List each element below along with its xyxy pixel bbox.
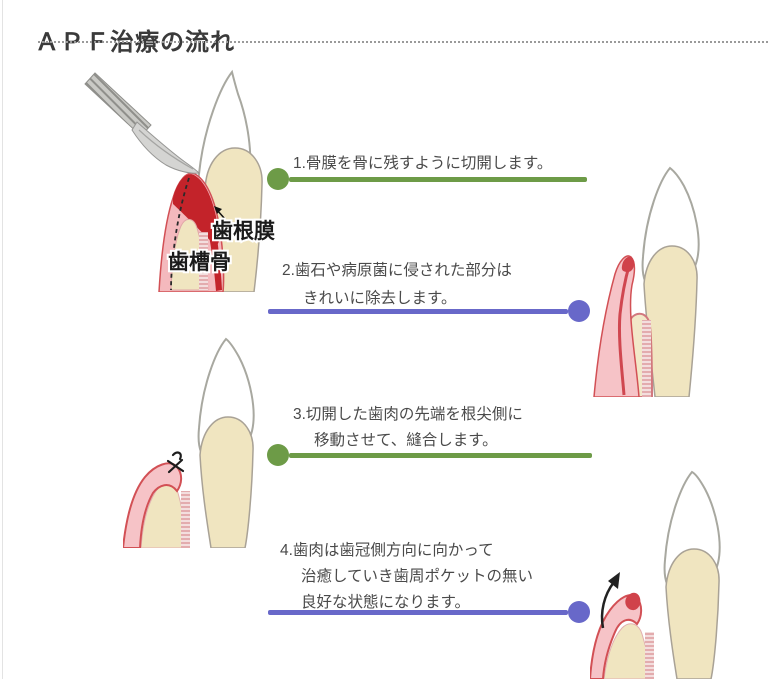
page-title: ＡＰＦ治療の流れ [35,29,235,57]
step-4-line-3: 良好な状態になります。 [301,594,470,611]
periodontal-membrane-hatch [181,491,190,548]
gum-flap-repositioned [123,462,183,548]
step-1-text: 1.骨膜を骨に残すように切開します。 [293,151,552,177]
illustration-step4-healed [590,460,768,679]
step-3-dot [267,444,289,466]
tooth-root [665,548,720,679]
step-3-line-2: 移動させて、縫合します。 [314,432,498,449]
illustration-step2-flap-opened [592,162,742,397]
gum-flap [593,255,640,397]
periodontal-membrane-hatch [642,320,651,397]
step-1-connector [267,168,587,190]
step-2-connector [268,300,590,322]
scalpel-handle [84,72,152,137]
gum-red-tip [625,592,641,611]
label-periodontal-membrane: 歯根膜 [212,219,275,243]
incision-dashed-line [170,177,190,291]
page-left-border [2,0,3,679]
inflamed-strip-along-root [206,212,222,291]
suture-knot [166,451,185,474]
coronal-direction-arrow [600,581,616,629]
step-4-line [268,609,568,615]
step-4-line-1: 4.歯肉は歯冠側方向に向かって [280,542,494,559]
label-pointer-arrowhead [214,206,222,214]
step-2-text: 2.歯石や病原菌に侵された部分は きれいに除去します。 [282,257,512,313]
step-3-connector [267,444,592,466]
step-3-line-1: 3.切開した歯肉の先端を根尖側に [293,406,523,423]
scalpel-blade-line [138,129,194,170]
step-2-line [268,308,568,314]
step-2-line-2: きれいに除去します。 [303,290,457,307]
gum-flap-red-tip [621,256,635,272]
step-4-connector [268,601,590,623]
scalpel-blade [131,121,201,174]
step-4-dot [568,601,590,623]
gum-flap-inner-edge [617,265,631,396]
coronal-direction-arrowhead [608,572,620,589]
step-3-line [289,452,592,458]
tooth-root [199,416,254,548]
periodontal-membrane-hatch [199,232,208,290]
step-1-line-1: 1.骨膜を骨に残すように切開します。 [293,155,553,172]
step-2-line-1: 2.歯石や病原菌に侵された部分は [282,262,512,279]
step-1-dot [267,168,289,190]
step-4-line-2: 治癒していき歯周ポケットの無い [301,568,534,585]
step-4-text: 4.歯肉は歯冠側方向に向かって 治癒していき歯周ポケットの無い 良好な状態になり… [280,538,533,616]
title-divider [38,41,768,43]
step-2-dot [568,300,590,322]
illustration-step1-incision: 歯根膜 歯槽骨 [75,62,285,292]
illustration-step3-sutured [123,333,298,548]
step-3-text: 3.切開した歯肉の先端を根尖側に 移動させて、縫合します。 [293,402,523,454]
step-1-line [289,176,587,182]
healed-gum [590,594,643,679]
periodontal-membrane-hatch [645,632,654,679]
label-alveolar-bone: 歯槽骨 [168,250,231,274]
